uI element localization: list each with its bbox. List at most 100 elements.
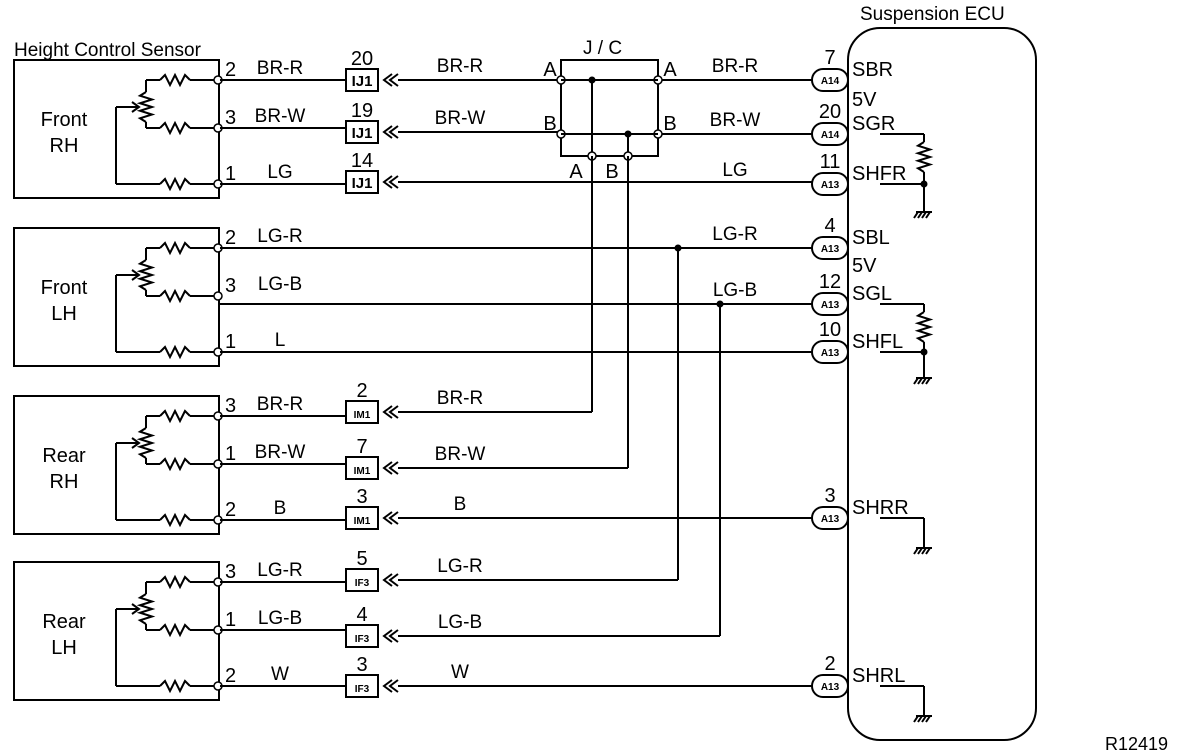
inline-connector-code: IM1 — [354, 410, 371, 421]
wire-color-label: BR-W — [710, 110, 761, 131]
sensor-name: LH — [51, 303, 77, 325]
sensor-resistor — [159, 408, 191, 424]
sensor-resistor — [159, 622, 191, 638]
ecu-terminal-name: SGL — [852, 283, 892, 305]
ecu-connector — [811, 236, 849, 260]
ecu-terminal-number: 4 — [824, 215, 835, 237]
ecu-resistor — [914, 311, 934, 343]
inline-connector-number: 19 — [351, 100, 373, 122]
ecu-connector — [811, 292, 849, 316]
sensor-name: Rear — [42, 611, 86, 633]
wire-color-label: BR-W — [435, 108, 486, 129]
inline-connector — [345, 456, 379, 480]
potentiometer-wiper — [131, 101, 141, 113]
jc-pin-label: A — [543, 59, 557, 81]
ground-icon — [917, 715, 923, 723]
wire-color-label: B — [454, 494, 467, 515]
connector-arrow — [388, 461, 399, 475]
wire-color-label: BR-W — [255, 106, 306, 127]
sensor-title: Height Control Sensor — [14, 40, 202, 61]
inline-connector-number: 4 — [356, 604, 367, 626]
potentiometer — [136, 259, 156, 291]
ground-icon — [917, 211, 923, 219]
ground-icon — [921, 547, 927, 555]
ground-icon — [913, 715, 919, 723]
sensor-resistor — [159, 240, 191, 256]
sensor-pin-number: 2 — [225, 227, 236, 249]
jc-pin-label: B — [663, 113, 676, 135]
sensor-resistor — [159, 512, 191, 528]
connector-arrow — [382, 405, 393, 419]
sensor-name: RH — [50, 135, 79, 157]
potentiometer-wiper — [131, 269, 141, 281]
sensor-resistor — [159, 120, 191, 136]
terminal-pin — [213, 291, 223, 301]
ecu-terminal-name: SGR — [852, 113, 895, 135]
ground-icon — [921, 211, 927, 219]
connector-arrow — [382, 629, 393, 643]
ground-icon — [925, 377, 931, 385]
ecu-terminal-number: 3 — [824, 485, 835, 507]
jc-pin-label: A — [569, 161, 583, 183]
inline-connector — [345, 400, 379, 424]
wire-color-label: B — [274, 498, 287, 519]
ecu-terminal-name: SBR — [852, 59, 893, 81]
wire-color-label: LG-R — [257, 226, 302, 247]
wire-color-label: LG-R — [437, 556, 482, 577]
ground-icon — [925, 211, 931, 219]
connector-arrow — [382, 679, 393, 693]
wire-color-label: BR-R — [437, 56, 483, 77]
junction-connector-label: J / C — [583, 38, 622, 59]
wire-color-label: LG-R — [712, 224, 757, 245]
wire-color-label: W — [271, 664, 289, 685]
connector-arrow — [388, 73, 399, 87]
ground-icon — [921, 377, 927, 385]
inline-connector — [345, 568, 379, 592]
jc-pin-label: B — [543, 113, 556, 135]
connector-arrow — [388, 511, 399, 525]
ecu-terminal-number: 10 — [819, 319, 841, 341]
ecu-terminal-number: 11 — [820, 151, 841, 173]
inline-connector-number: 14 — [351, 150, 373, 172]
wire-color-label: LG-B — [258, 608, 302, 629]
sensor-name: Front — [41, 277, 88, 299]
connector-arrow — [382, 461, 393, 475]
sensor-pin-number: 2 — [225, 665, 236, 687]
ecu-connector-code: A14 — [821, 76, 840, 87]
inline-connector — [345, 506, 379, 530]
wire-color-label: L — [275, 330, 286, 351]
ecu-connector-code: A13 — [821, 514, 840, 525]
connector-arrow — [388, 175, 399, 189]
connector-arrow — [388, 573, 399, 587]
sensor-name: Front — [41, 109, 88, 131]
wire-color-label: LG — [267, 162, 292, 183]
ecu-terminal-name: SHRR — [852, 497, 909, 519]
sensor-pin-number: 2 — [225, 499, 236, 521]
ecu-terminal-name: SHFR — [852, 163, 906, 185]
connector-arrow — [388, 405, 399, 419]
ecu-terminal-number: 20 — [819, 101, 841, 123]
ecu-connector-code: A13 — [821, 244, 840, 255]
ground-icon — [921, 715, 927, 723]
wire-color-label: LG — [722, 160, 747, 181]
connector-arrow — [388, 679, 399, 693]
connector-arrow — [382, 73, 393, 87]
potentiometer-wiper — [131, 603, 141, 615]
ecu-terminal-number: 7 — [824, 47, 835, 69]
inline-connector-number: 2 — [356, 380, 367, 402]
inline-connector-number: 7 — [356, 436, 367, 458]
ecu-connector-code: A13 — [821, 348, 840, 359]
ecu-connector — [811, 340, 849, 364]
connector-arrow — [388, 629, 399, 643]
ecu-terminal-name: SHRL — [852, 665, 905, 687]
potentiometer-wiper — [131, 437, 141, 449]
ground-icon — [913, 377, 919, 385]
connector-arrow — [388, 125, 399, 139]
ground-icon — [925, 715, 931, 723]
potentiometer — [136, 593, 156, 625]
ecu-voltage-label: 5V — [852, 255, 877, 277]
inline-connector-code: IM1 — [354, 516, 371, 527]
wire-color-label: BR-W — [255, 442, 306, 463]
potentiometer — [136, 91, 156, 123]
